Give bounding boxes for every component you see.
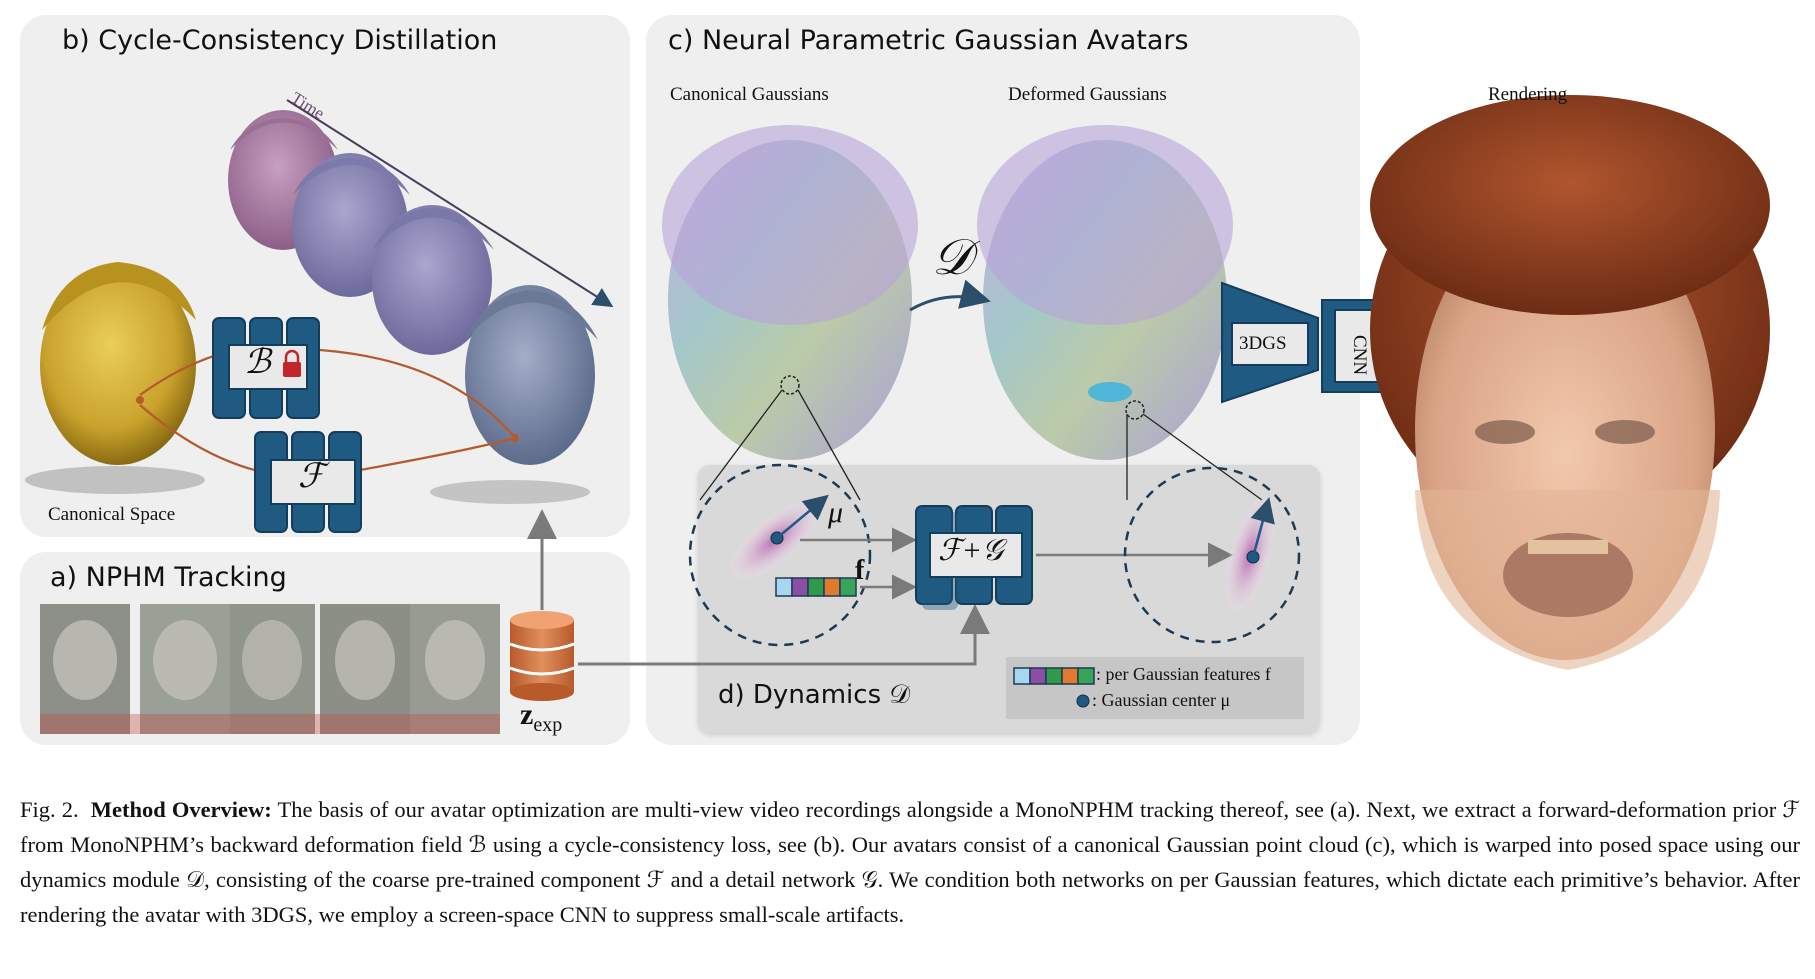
caption-body: The basis of our avatar optimization are… <box>20 797 1801 927</box>
fg-network-block <box>915 505 1033 610</box>
canonical-space-label: Canonical Space <box>48 504 176 525</box>
block-b-symbol: ℬ <box>244 344 271 381</box>
backward-deformation-block <box>212 317 320 419</box>
legend-center-label: : Gaussian center μ <box>1092 690 1231 710</box>
time-arrow <box>286 99 614 308</box>
f-label: f <box>855 555 865 586</box>
legend-feature-swatch <box>1013 667 1095 685</box>
renderer-3dgs-label: 3DGS <box>1239 333 1287 354</box>
deformed-gaussian-circle <box>1123 466 1301 644</box>
caption-heading: Method Overview: <box>90 797 272 822</box>
canonical-gaussians-label: Canonical Gaussians <box>670 84 829 105</box>
figure-caption: Fig. 2. Method Overview: The basis of ou… <box>20 792 1800 932</box>
canonical-gaussian-head <box>662 125 918 460</box>
mu-label: μ <box>828 496 844 529</box>
feature-vector <box>775 577 857 597</box>
dynamics-symbol: 𝒟 <box>932 229 972 285</box>
forward-deformation-block <box>254 431 362 533</box>
caption-fig-number: Fig. 2. <box>20 797 79 822</box>
panel-b-title: b) Cycle-Consistency Distillation <box>62 25 498 56</box>
rendering-label: Rendering <box>1488 84 1568 105</box>
panel-c-title: c) Neural Parametric Gaussian Avatars <box>668 25 1189 56</box>
panel-a-title: a) NPHM Tracking <box>50 562 287 593</box>
tracking-frames <box>40 604 500 734</box>
database-icon <box>509 611 575 701</box>
head-lavender-2 <box>372 205 494 355</box>
deformed-gaussians-label: Deformed Gaussians <box>1008 84 1167 105</box>
legend-center-dot <box>1076 694 1090 708</box>
head-blue <box>465 285 598 465</box>
latent-code-label: zexp <box>520 698 563 736</box>
method-diagram <box>25 95 1770 734</box>
panel-d-title: d) Dynamics 𝒟 <box>718 680 911 710</box>
legend-features-label: : per Gaussian features f <box>1096 664 1271 684</box>
canonical-gaussian-circle <box>688 463 872 647</box>
block-f-symbol: ℱ <box>298 458 325 495</box>
rendered-avatar <box>1370 95 1770 670</box>
cnn-label: CNN <box>1349 335 1370 376</box>
head-canonical-gold <box>40 262 196 465</box>
deformed-gaussian-head <box>977 125 1233 460</box>
fg-block-label: ℱ+𝒢 <box>938 534 1004 567</box>
